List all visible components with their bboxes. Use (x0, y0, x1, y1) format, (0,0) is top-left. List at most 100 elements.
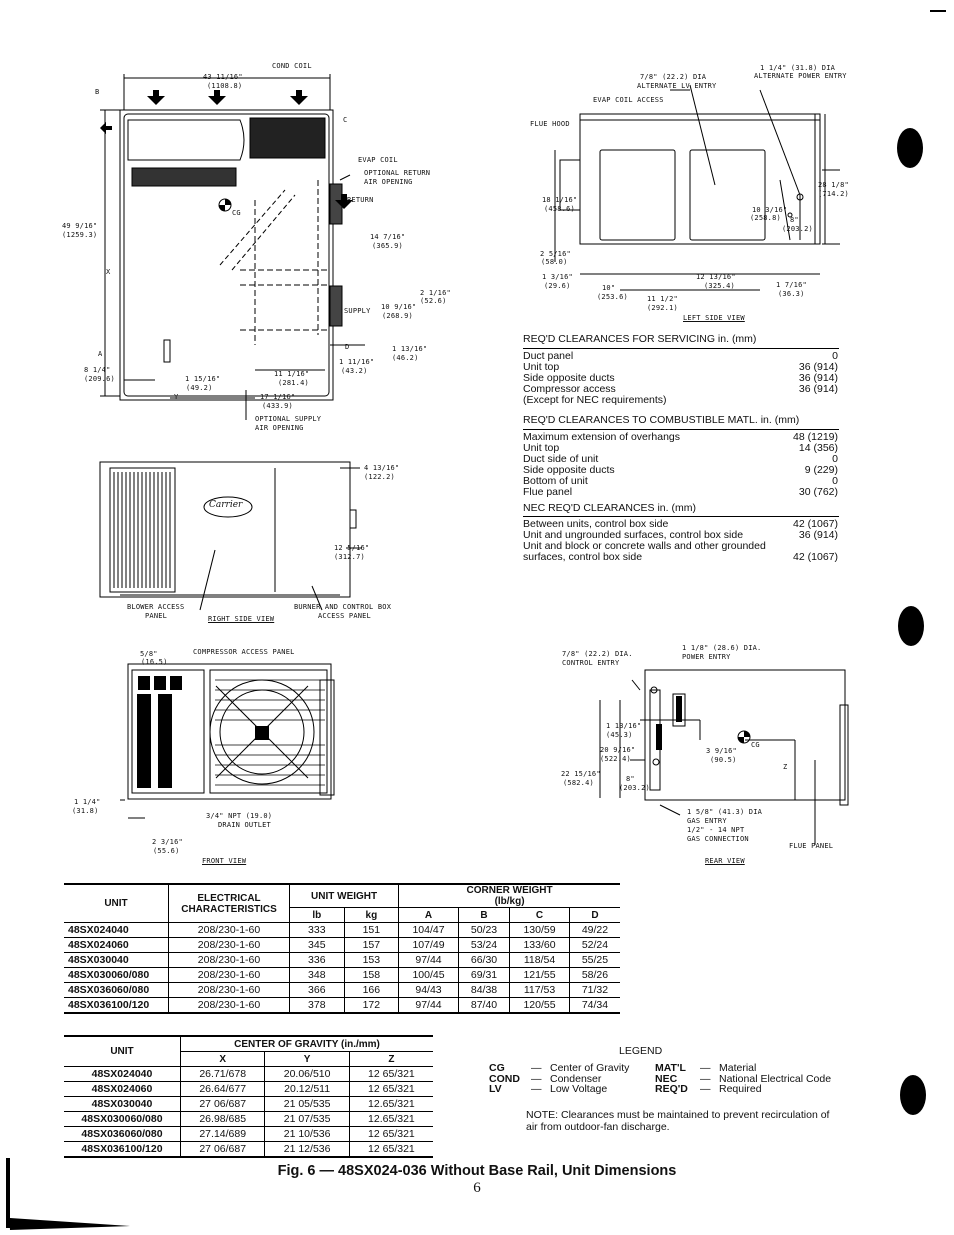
label-d2-3mm: (55.6) (153, 847, 180, 855)
cell-kg: 153 (343, 952, 400, 968)
cell-unit: 48SX036060/080 (64, 982, 169, 998)
label-d8mm: (209.6) (84, 375, 115, 383)
punch-hole-mark (900, 1075, 926, 1115)
col-electrical-line2: CHARACTERISTICS (181, 903, 277, 915)
label-pwr-2: POWER ENTRY (682, 653, 731, 661)
cell-x: 27 06/687 (179, 1141, 266, 1158)
cell-unit: 48SX024060 (64, 1081, 181, 1097)
cell-unit: 48SX024040 (64, 922, 169, 938)
divider (523, 348, 839, 349)
cell-lb: 366 (289, 982, 345, 998)
label-cg: CG (232, 209, 241, 217)
cell-unit: 48SX024040 (64, 1066, 181, 1082)
combustible-row-value: 0 (832, 453, 838, 465)
caption-right-side-view: RIGHT SIDE VIEW (208, 615, 275, 623)
label-d12: 12 5/16" (334, 544, 370, 552)
label-width: 43 11/16" (203, 73, 243, 81)
label-d10-3mm: (258.8) (750, 214, 781, 222)
cell-y: 21 12/536 (264, 1141, 350, 1158)
label-d10mm: (268.9) (382, 312, 413, 320)
label-d11mm: (281.4) (278, 379, 309, 387)
cell-elec: 208/230-1-60 (168, 967, 290, 983)
col-corner-line2: (lb/kg) (494, 896, 525, 907)
cell-unit: 48SX036100/120 (64, 1141, 181, 1158)
cell-z: 12 65/321 (348, 1126, 433, 1142)
label-d3mm: (90.5) (710, 756, 737, 764)
nec-clearances-title: NEC REQ'D CLEARANCES in. (mm) (523, 502, 696, 514)
legend-dash: — (700, 1083, 711, 1095)
label-d20mm: (522.4) (600, 755, 631, 763)
scan-edge-mark (930, 10, 946, 12)
cell-kg: 157 (343, 937, 400, 953)
cell-d: 55/25 (568, 952, 620, 968)
label-gas-1: 1 5/8" (41.3) DIA (687, 808, 763, 816)
cell-b: 50/23 (457, 922, 511, 938)
legend-abbr: MAT'L (655, 1062, 686, 1074)
label-d8mm: (203.2) (782, 225, 813, 233)
nec-row-label: surfaces, control box side (523, 551, 643, 563)
label-d8mm: (203.2) (619, 784, 650, 792)
cell-elec: 208/230-1-60 (168, 937, 290, 953)
cell-c: 117/53 (509, 982, 570, 998)
label-d1-11mm: (43.2) (341, 367, 368, 375)
label-alt-lv-2: ALTERNATE LV ENTRY (637, 82, 717, 90)
cell-elec: 208/230-1-60 (168, 952, 290, 968)
label-d4: 4 13/16" (364, 464, 400, 472)
service-row-label: Side opposite ducts (523, 372, 615, 384)
legend-abbr: LV (489, 1083, 502, 1095)
label-cond-coil: COND COIL (272, 62, 312, 70)
cell-unit: 48SX036100/120 (64, 997, 169, 1014)
label-opt-supply-2: AIR OPENING (255, 424, 304, 432)
cell-z: 12 65/321 (348, 1081, 433, 1097)
cell-z: 12 65/321 (348, 1141, 433, 1158)
cell-lb: 336 (289, 952, 345, 968)
table-row: 48SX036060/080 208/230-1-60 366 166 94/4… (64, 982, 620, 998)
table-row: 48SX024040 208/230-1-60 333 151 104/47 5… (64, 922, 620, 938)
cell-y: 21 10/536 (264, 1126, 350, 1142)
label-y: Y (174, 393, 179, 401)
service-note: (Except for NEC requirements) (523, 394, 667, 406)
label-d22: 22 15/16" (561, 770, 601, 778)
label-opt-return-2: AIR OPENING (364, 178, 413, 186)
label-d12: 12 13/16" (696, 273, 736, 281)
weight-table: UNIT ELECTRICAL CHARACTERISTICS UNIT WEI… (64, 883, 620, 1014)
combustible-row-label: Maximum extension of overhangs (523, 431, 680, 443)
col-electrical: ELECTRICAL CHARACTERISTICS (168, 883, 290, 923)
table-row: 48SX030060/080 26.98/685 21 07/535 12.65… (64, 1111, 433, 1127)
label-alt-power-2: ALTERNATE POWER ENTRY (754, 72, 847, 80)
combustible-row-value: 48 (1219) (793, 431, 838, 443)
legend-dash: — (531, 1083, 542, 1095)
col-unit: UNIT (64, 1035, 181, 1067)
combustible-row-label: Flue panel (523, 486, 573, 498)
label-opt-supply-1: OPTIONAL SUPPLY (255, 415, 322, 423)
label-d1-7: 1 7/16" (776, 281, 807, 289)
table-row: 48SX030040 208/230-1-60 336 153 97/44 66… (64, 952, 620, 968)
label-width-mm: (1108.8) (207, 82, 243, 90)
label-d5-8: 5/8" (140, 650, 158, 658)
label-d1-13: 1 13/16" (606, 722, 642, 730)
label-d1-11: 1 11/16" (339, 358, 375, 366)
label-pwr-1: 1 1/8" (28.6) DIA. (682, 644, 762, 652)
table-row: 48SX036060/080 27.14/689 21 10/536 12 65… (64, 1126, 433, 1142)
cell-elec: 208/230-1-60 (168, 997, 290, 1014)
punch-hole-mark (897, 128, 923, 168)
label-d22mm: (582.4) (563, 779, 594, 787)
service-row-value: 36 (914) (798, 361, 838, 373)
divider (523, 516, 839, 517)
col-corner-line1: CORNER WEIGHT (466, 885, 553, 896)
legend-title: LEGEND (619, 1045, 663, 1057)
legend-text: National Electrical Code (719, 1073, 832, 1085)
cell-x: 27.14/689 (179, 1126, 266, 1142)
carrier-logo: Carrier (209, 500, 243, 510)
label-opt-return-1: OPTIONAL RETURN (364, 169, 431, 177)
cell-kg: 158 (343, 967, 400, 983)
label-d18mm: (458.6) (544, 205, 575, 213)
cell-lb: 348 (289, 967, 345, 983)
label-d1-3mm: (29.6) (544, 282, 571, 290)
label-gas-2: GAS ENTRY (687, 817, 727, 825)
col-d: D (568, 907, 620, 923)
label-drain-2: DRAIN OUTLET (218, 821, 271, 829)
table-row: 48SX036100/120 27 06/687 21 12/536 12 65… (64, 1141, 433, 1158)
cell-x: 27 06/687 (179, 1096, 266, 1112)
label-drain-1: 3/4" NPT (19.0) (206, 812, 273, 820)
